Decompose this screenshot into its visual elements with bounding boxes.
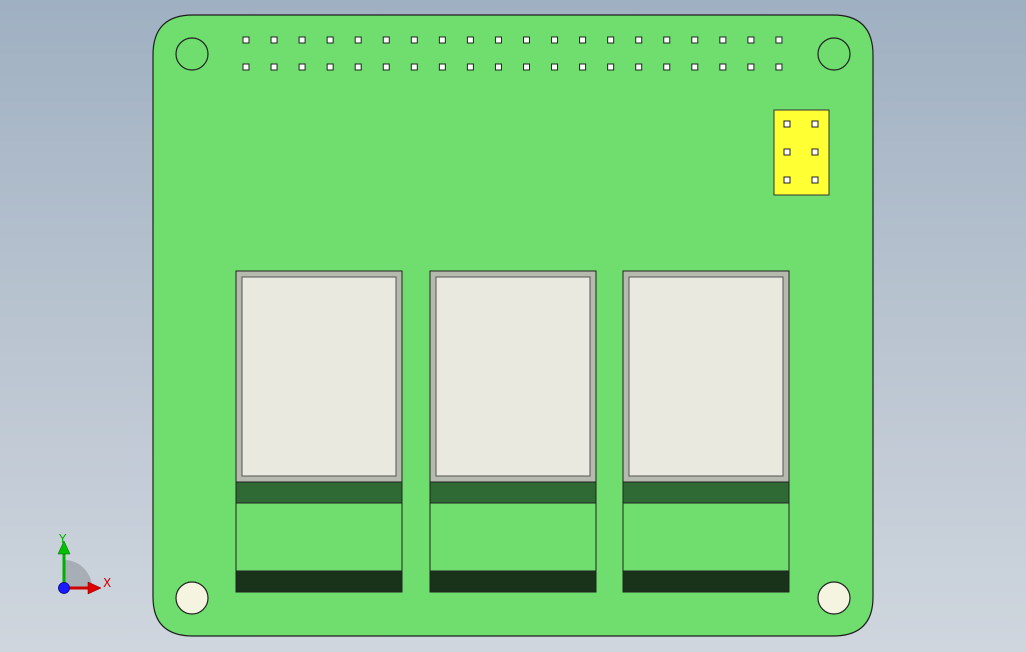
gpio-pin [579,63,587,71]
header-pin [783,120,791,128]
gpio-pin [551,36,559,44]
gpio-pin [551,63,559,71]
gpio-pin [466,36,474,44]
gpio-pin [719,36,727,44]
gpio-pin [326,63,334,71]
gpio-pin [326,36,334,44]
gpio-pin [635,36,643,44]
gpio-pin [775,63,783,71]
gpio-pin [607,63,615,71]
gpio-header-pins [242,36,783,71]
gpio-pin [242,63,250,71]
x-axis-label: X [103,576,112,590]
gpio-pin [494,36,502,44]
gpio-pin [382,36,390,44]
header-pin [811,148,819,156]
gpio-pin [438,63,446,71]
gpio-pin [663,36,671,44]
gpio-pin [691,36,699,44]
axis-triad [57,540,102,595]
gpio-pin [298,36,306,44]
gpio-pin [494,63,502,71]
gpio-pin [410,36,418,44]
gpio-pin [382,63,390,71]
pin-header-6[interactable] [773,109,830,196]
gpio-pin [354,36,362,44]
relay-3[interactable] [622,270,790,593]
relay-2[interactable] [429,270,597,593]
gpio-pin [747,63,755,71]
header-pin [811,120,819,128]
triad-rotation-arc-icon [64,560,92,588]
gpio-pin [607,36,615,44]
gpio-pin [354,63,362,71]
mounting-hole-top-left [175,37,209,71]
gpio-pin [298,63,306,71]
gpio-pin [775,36,783,44]
gpio-pin [663,63,671,71]
gpio-pin [410,63,418,71]
gpio-pin [523,36,530,44]
gpio-pin [242,36,250,44]
header-pin [783,176,791,184]
gpio-pin [579,36,587,44]
gpio-pin [270,63,278,71]
gpio-pin [691,63,699,71]
mounting-hole-top-right [817,37,851,71]
y-axis-label: Y [59,532,67,546]
header-pin [811,176,819,184]
relay-1[interactable] [235,270,403,593]
gpio-pin [523,63,530,71]
mounting-hole-bottom-left [175,581,209,615]
z-axis-dot-icon [58,582,70,594]
gpio-pin [270,36,278,44]
gpio-pin [466,63,474,71]
mounting-hole-bottom-right [817,581,851,615]
gpio-pin [719,63,727,71]
header-pin [783,148,791,156]
gpio-pin [635,63,643,71]
gpio-pin [747,36,755,44]
gpio-pin [438,36,446,44]
